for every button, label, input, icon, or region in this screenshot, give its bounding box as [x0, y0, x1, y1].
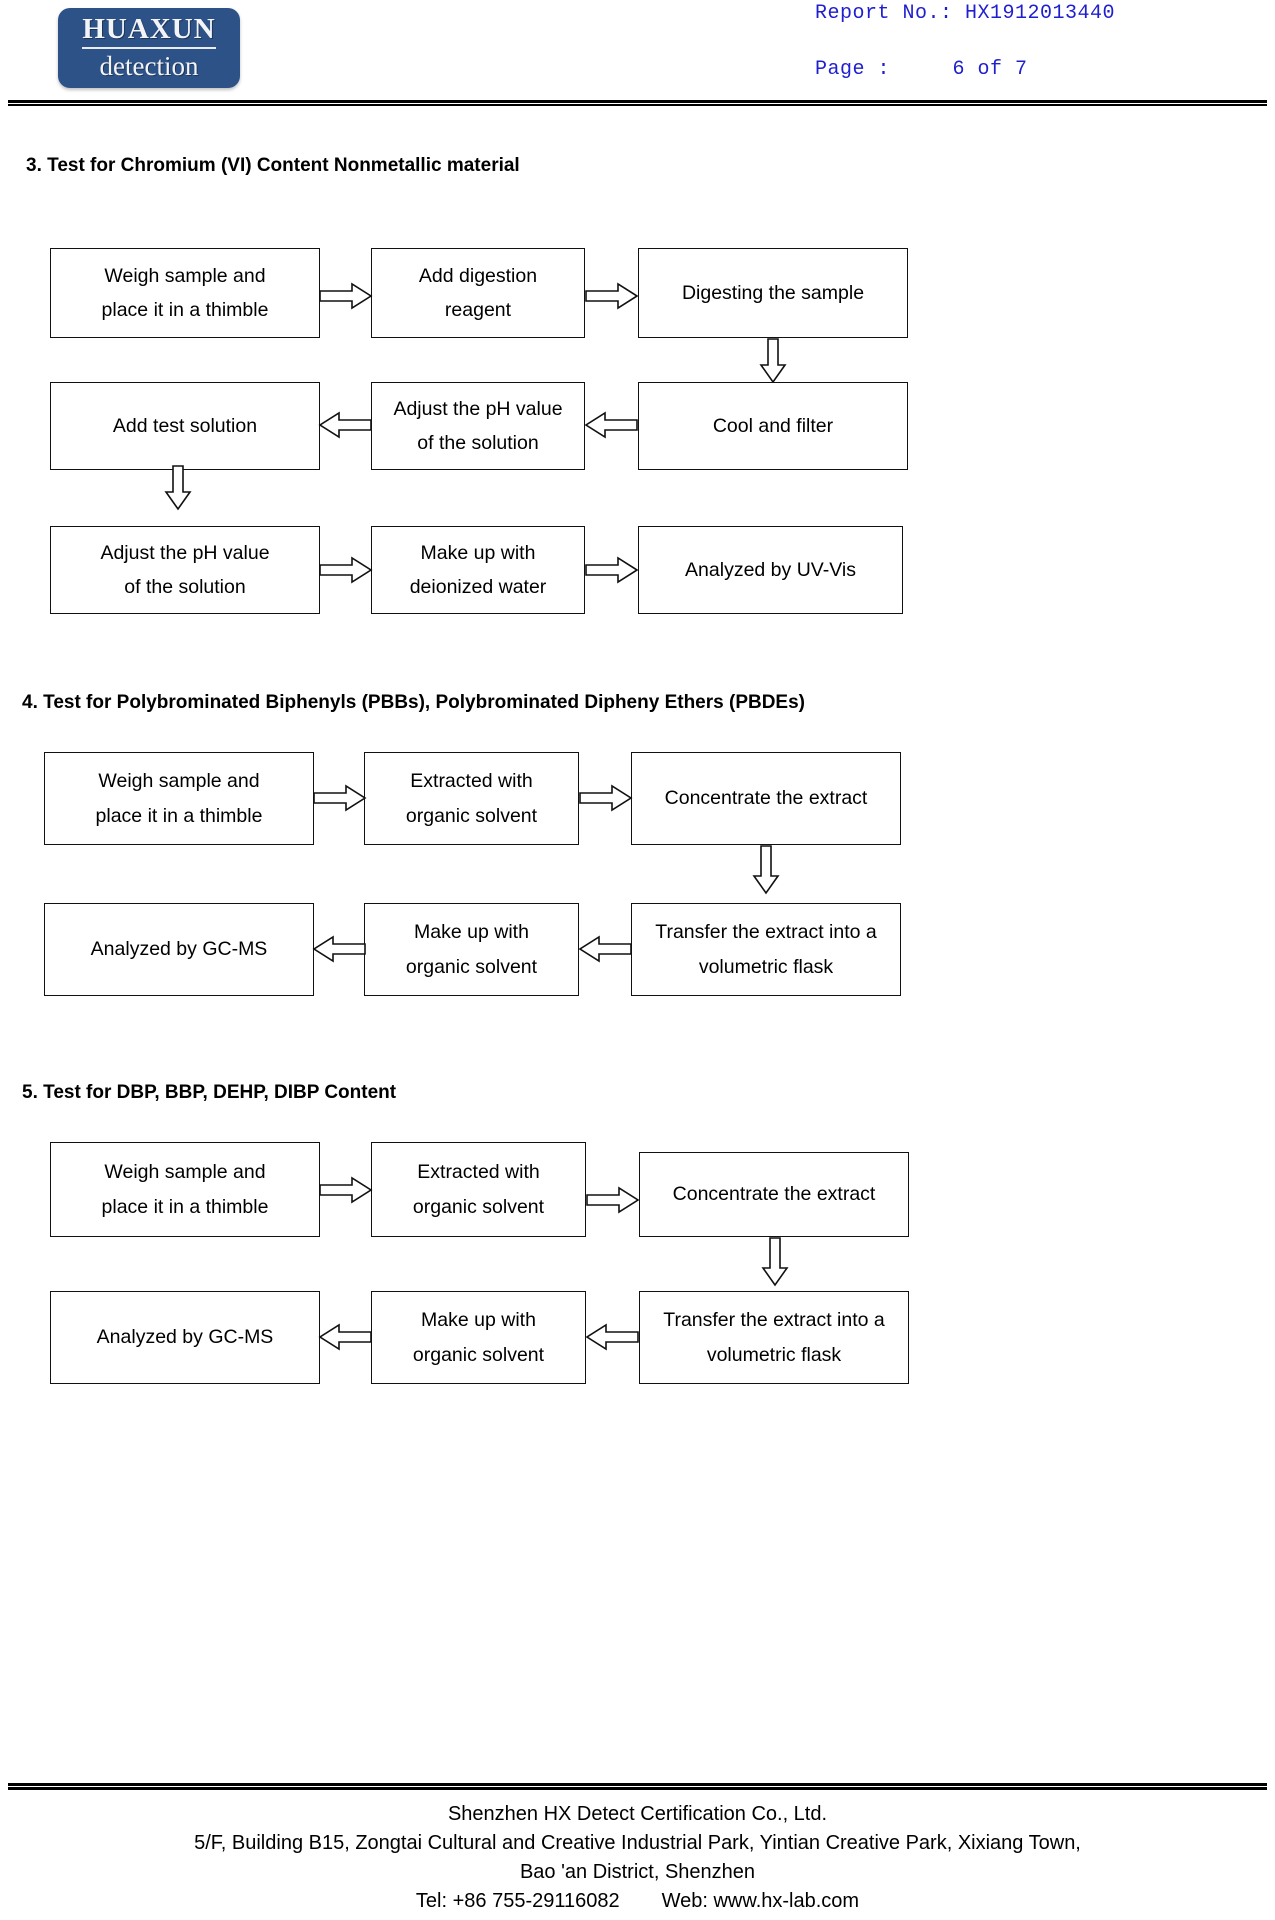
arrow-right-icon — [585, 556, 639, 584]
page-footer: Shenzhen HX Detect Certification Co., Lt… — [0, 1800, 1275, 1916]
flow-box: Adjust the pH value of the solution — [371, 382, 585, 470]
flow-box-line: Add digestion — [418, 264, 538, 287]
company-logo: HUAXUN detection — [58, 8, 240, 88]
flow-box: Transfer the extract into a volumetric f… — [639, 1291, 909, 1384]
flow-box: Adjust the pH value of the solution — [50, 526, 320, 614]
flow-box-line: place it in a thimble — [101, 1195, 269, 1218]
arrow-right-icon — [585, 282, 639, 310]
page-header: HUAXUN detection Report No.: HX191201344… — [0, 0, 1275, 108]
report-number: Report No.: HX1912013440 — [815, 2, 1116, 25]
arrow-right-icon — [319, 556, 373, 584]
report-meta: Report No.: HX1912013440 Page : 6 of 7 — [815, 4, 1115, 80]
flow-box-line: Extracted with — [417, 1161, 540, 1184]
footer-contact-row: Tel: +86 755-29116082 Web: www.hx-lab.com — [0, 1887, 1275, 1916]
flow-box: Make up with deionized water — [371, 526, 585, 614]
flow-box-line: volumetric flask — [698, 955, 834, 978]
flow-box-line: Adjust the pH value — [100, 541, 270, 564]
arrow-left-icon — [318, 1323, 372, 1351]
flow-box: Weigh sample and place it in a thimble — [50, 1142, 320, 1237]
flow-box-line: Weigh sample and — [104, 264, 266, 287]
flow-box: Digesting the sample — [638, 248, 908, 338]
arrow-left-icon — [312, 935, 366, 963]
flow-box: Analyzed by GC-MS — [50, 1291, 320, 1384]
arrow-right-icon — [313, 784, 367, 812]
flow-box-line: place it in a thimble — [101, 299, 269, 321]
flow-box-line: Concentrate the extract — [664, 787, 868, 810]
flow-box-line: Make up with — [421, 1309, 536, 1332]
flow-box-line: Transfer the extract into a — [663, 1309, 885, 1332]
flow-box-line: organic solvent — [405, 804, 538, 827]
flow-box: Transfer the extract into a volumetric f… — [631, 903, 901, 996]
flow-box: Extracted with organic solvent — [364, 752, 579, 845]
logo-wordmark-secondary: detection — [99, 51, 199, 82]
arrow-left-icon — [584, 411, 638, 439]
flow-box-line: Weigh sample and — [98, 770, 260, 793]
arrow-down-icon — [761, 1237, 789, 1287]
flow-box-line: deionized water — [409, 576, 547, 598]
flow-box-line: Make up with — [420, 541, 536, 564]
footer-divider-rule — [8, 1783, 1267, 1790]
section-title-3: 3. Test for Chromium (VI) Content Nonmet… — [26, 155, 520, 176]
arrow-down-icon — [164, 465, 192, 511]
flow-box: Weigh sample and place it in a thimble — [44, 752, 314, 845]
flow-box-line: Concentrate the extract — [672, 1183, 876, 1206]
flow-box-line: Adjust the pH value — [393, 397, 563, 420]
section-title-5: 5. Test for DBP, BBP, DEHP, DIBP Content — [22, 1082, 397, 1103]
arrow-right-icon — [586, 1186, 640, 1214]
flow-box: Add digestion reagent — [371, 248, 585, 338]
arrow-left-icon — [585, 1323, 639, 1351]
arrow-down-icon — [752, 845, 780, 895]
flow-box-line: organic solvent — [405, 955, 538, 978]
footer-address-line-2: Bao 'an District, Shenzhen — [519, 1861, 756, 1883]
flow-box-line: Make up with — [414, 921, 529, 944]
arrow-right-icon — [319, 1176, 373, 1204]
arrow-down-icon — [759, 338, 787, 384]
flow-box: Analyzed by GC-MS — [44, 903, 314, 996]
flow-box-line: organic solvent — [412, 1343, 545, 1366]
arrow-left-icon — [318, 411, 372, 439]
footer-telephone: Tel: +86 755-29116082 — [415, 1890, 620, 1912]
arrow-right-icon — [579, 784, 633, 812]
flow-box: Cool and filter — [638, 382, 908, 470]
flow-box-line: volumetric flask — [706, 1343, 842, 1366]
flow-box: Extracted with organic solvent — [371, 1142, 586, 1237]
logo-wordmark-primary: HUAXUN — [82, 15, 216, 50]
flow-box: Add test solution — [50, 382, 320, 470]
flow-box-line: Cool and filter — [712, 414, 834, 437]
flow-box-line: Extracted with — [410, 770, 533, 793]
page-number: Page : 6 of 7 — [815, 58, 1028, 81]
flow-box-line: reagent — [444, 299, 512, 321]
footer-company-name: Shenzhen HX Detect Certification Co., Lt… — [447, 1803, 828, 1825]
flow-box: Concentrate the extract — [631, 752, 901, 845]
footer-website: Web: www.hx-lab.com — [661, 1890, 860, 1912]
flow-box-line: Weigh sample and — [104, 1161, 266, 1184]
flow-box-line: of the solution — [417, 432, 539, 454]
footer-address-line-1: 5/F, Building B15, Zongtai Cultural and … — [194, 1832, 1081, 1854]
arrow-left-icon — [578, 935, 632, 963]
flow-box: Concentrate the extract — [639, 1152, 909, 1237]
section-title-4: 4. Test for Polybrominated Biphenyls (PB… — [22, 692, 805, 713]
flow-box-line: Analyzed by GC-MS — [96, 1326, 274, 1349]
flow-box-line: Add test solution — [112, 414, 258, 437]
flow-box-line: Analyzed by GC-MS — [90, 938, 268, 961]
flow-box-line: Transfer the extract into a — [655, 921, 877, 944]
flow-box-line: Analyzed by UV-Vis — [685, 558, 856, 581]
arrow-right-icon — [319, 282, 373, 310]
flow-box: Weigh sample and place it in a thimble — [50, 248, 320, 338]
flow-box: Analyzed by UV-Vis — [638, 526, 903, 614]
flow-box: Make up with organic solvent — [371, 1291, 586, 1384]
flow-box-line: organic solvent — [412, 1195, 545, 1218]
flow-box-line: of the solution — [124, 576, 246, 598]
flow-box-line: place it in a thimble — [95, 804, 263, 827]
flow-box: Make up with organic solvent — [364, 903, 579, 996]
header-divider-rule — [8, 100, 1267, 106]
flow-box-line: Digesting the sample — [681, 281, 865, 304]
